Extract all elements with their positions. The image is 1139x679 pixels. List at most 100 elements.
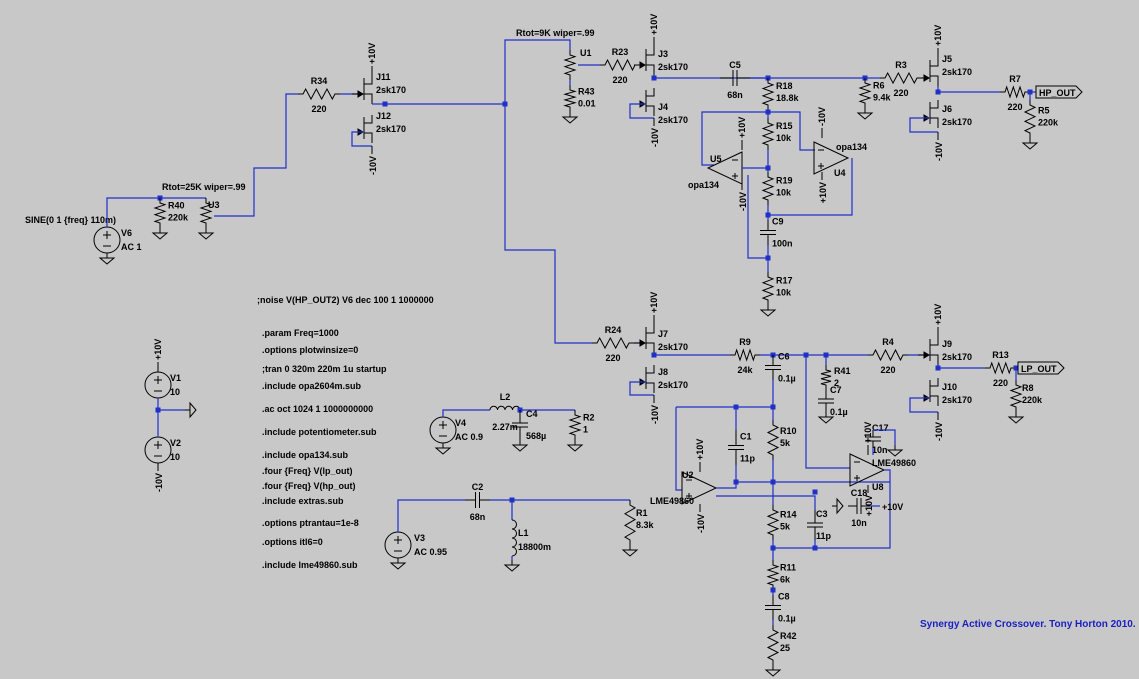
- ground-icon: [759, 305, 777, 317]
- rail-label: -10V: [696, 504, 706, 533]
- ground-icon: [856, 108, 874, 120]
- resistor-value: 18.8k: [776, 93, 800, 103]
- inductor-name: L2: [500, 392, 511, 402]
- capacitor-value: 11p: [816, 531, 832, 541]
- jfet-name: J12: [376, 111, 391, 121]
- capacitor-name: C4: [526, 409, 538, 419]
- ground-icon: [434, 443, 452, 455]
- source-value: AC 0.95: [414, 547, 447, 557]
- capacitor-value: 10n: [872, 445, 888, 455]
- inductor-l2: L2 2.27m: [489, 392, 521, 432]
- rail-text: -10V: [650, 128, 660, 147]
- spice-directive: .four {Freq} V(hp_out): [262, 481, 356, 491]
- rail-text: +10V: [933, 25, 943, 46]
- capacitor-c7: C70.1µ: [818, 385, 848, 417]
- rail-text: -10V: [738, 192, 748, 211]
- rail-label: +10V: [863, 422, 873, 455]
- jfet-name: J4: [658, 102, 668, 112]
- wire: [747, 175, 769, 259]
- capacitor-name: C7: [830, 385, 842, 395]
- junction-dot: [812, 489, 818, 495]
- resistor-value: 24k: [737, 365, 753, 375]
- resistor-name: R13: [992, 350, 1009, 360]
- resistor-value: 5k: [780, 438, 791, 448]
- wire: [675, 407, 682, 491]
- jfet-value: 2sk170: [942, 67, 972, 77]
- jfet-value: 2sk170: [942, 352, 972, 362]
- rail-label: +10V: [695, 439, 705, 472]
- resistor-value: 8.3k: [636, 520, 655, 530]
- opamp-model: opa134: [688, 180, 719, 190]
- jfet-name: J9: [942, 339, 952, 349]
- ground-icon: [621, 545, 639, 557]
- pot-label: Rtot=9K wiper=.99: [516, 28, 595, 38]
- ground-icon: [185, 401, 197, 419]
- capacitor-name: C6: [778, 352, 790, 362]
- rail-label: +10V: [649, 292, 659, 325]
- capacitor-name: C2: [472, 482, 484, 492]
- resistor-value: 1: [583, 425, 588, 435]
- resistor-value: 220k: [1038, 117, 1059, 127]
- capacitor-name: C8: [778, 592, 790, 602]
- resistor-value: 10k: [776, 133, 792, 143]
- source-value: 10: [170, 452, 180, 462]
- resistor-r2: R21: [568, 410, 595, 440]
- wire: [768, 111, 815, 151]
- wire: [909, 397, 938, 413]
- ground-icon: [817, 412, 835, 424]
- inductor-value: 2.27m: [492, 422, 518, 432]
- ground-icon: [566, 440, 584, 452]
- wire: [442, 409, 490, 417]
- resistor-r9: R9 24k: [730, 337, 760, 375]
- capacitor-name: C3: [816, 509, 828, 519]
- spice-directive: ;tran 0 320m 220m 1u startup: [262, 364, 387, 374]
- rail-text: +10V: [863, 422, 873, 443]
- ground-icon: [832, 497, 844, 515]
- wire: [937, 365, 985, 369]
- source-value: 10: [170, 387, 180, 397]
- resistor-name: R6: [873, 81, 885, 91]
- junction-dot: [382, 101, 388, 107]
- rail-text: +10V: [649, 14, 659, 35]
- wire: [653, 353, 730, 356]
- rail-text: -10V: [368, 156, 378, 175]
- inductor-name: L1: [518, 528, 529, 538]
- resistor-value: 10k: [776, 188, 792, 198]
- net-label: LP_OUT: [1021, 364, 1057, 374]
- junction-dot: [935, 365, 941, 371]
- resistor-value: 220: [612, 75, 627, 85]
- wire: [106, 197, 160, 227]
- rail-text: -10V: [154, 473, 164, 492]
- resistor-name: R34: [311, 76, 328, 86]
- junction-dot: [651, 75, 657, 81]
- resistor-value: 25: [780, 643, 790, 653]
- rail-label: +10V: [933, 304, 943, 337]
- wire: [629, 381, 654, 396]
- rail-text: -10V: [696, 514, 706, 533]
- potentiometer-u1: [563, 50, 577, 80]
- junction-dot: [770, 545, 776, 551]
- capacitor-name: C9: [772, 217, 784, 227]
- resistor-value: 5k: [780, 521, 791, 531]
- wire: [716, 495, 816, 510]
- source-value: AC 1: [121, 242, 142, 252]
- inductor-value: 18800m: [518, 542, 551, 552]
- spice-directive: .four {Freq} V(lp_out): [262, 466, 353, 476]
- resistor-name: R9: [739, 337, 751, 347]
